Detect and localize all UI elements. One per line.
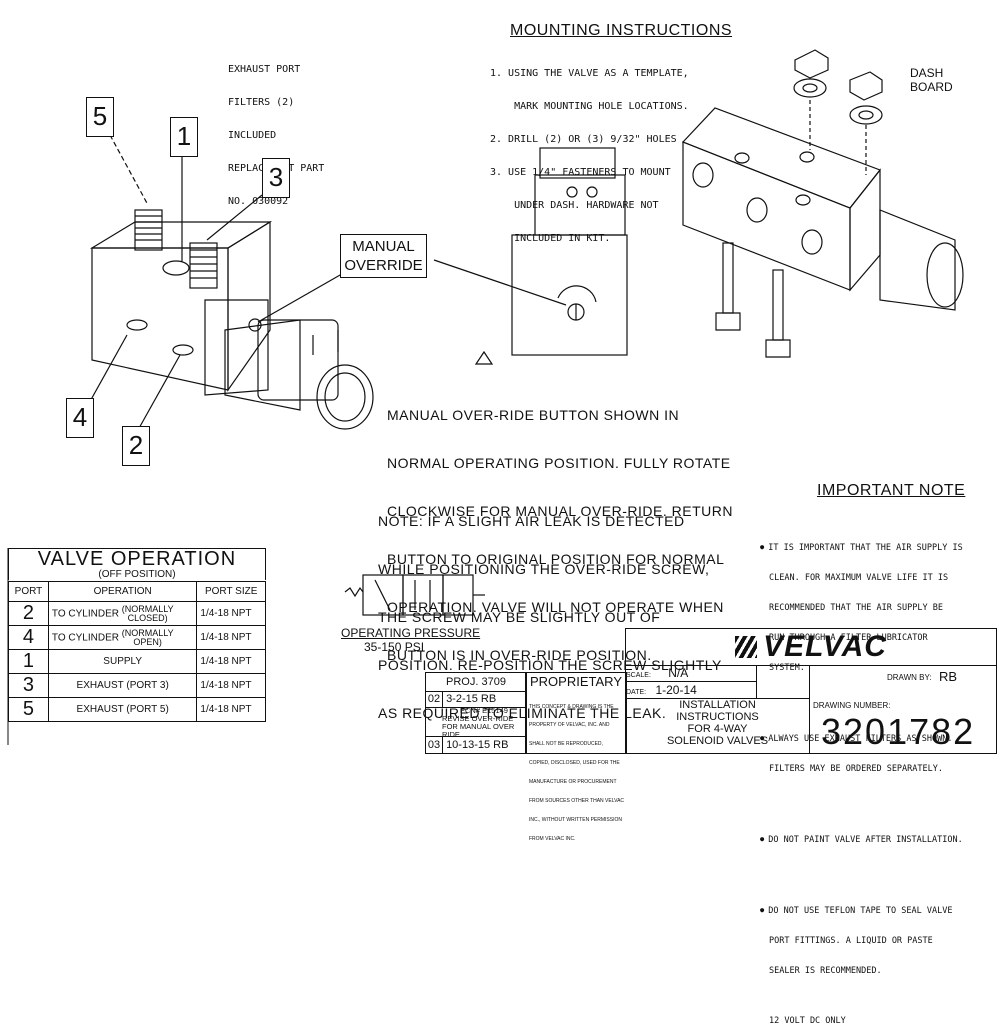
valve-side-view xyxy=(433,147,628,356)
mounting-step: INCLUDED IN KIT. xyxy=(490,233,611,244)
callout-port-2: 2 xyxy=(122,426,150,466)
important-note-title: IMPORTANT NOTE xyxy=(817,482,966,499)
override-line: BUTTON TO ORIGINAL POSITION FOR NORMAL xyxy=(387,551,725,567)
revision-row: 02 3-2-15 RB xyxy=(426,691,526,708)
operation-cell: EXHAUST (PORT 3) xyxy=(47,673,198,698)
override-line: BUTTON IS IN OVER-RIDE POSITION. xyxy=(387,647,652,663)
exhaust-note-line: FILTERS (2) xyxy=(228,97,295,108)
date-row: DATE: 1-20-14 xyxy=(626,682,757,699)
brand-row: VELVAC xyxy=(626,629,996,666)
proprietary-text: THIS CONCEPT & DRAWING IS THE PROPERTY O… xyxy=(529,703,625,842)
port-size-cell: 1/4-18 NPT xyxy=(196,601,266,626)
col-header-port-size: PORT SIZE xyxy=(196,581,266,602)
voltage-note: 12 VOLT DC ONLY xyxy=(769,1016,846,1026)
override-line: CLOCKWISE FOR MANUAL OVER-RIDE. RETURN xyxy=(387,503,733,519)
valve-operation-table: PORT OPERATION PORT SIZE 2 TO CYLINDER (… xyxy=(8,581,266,722)
manual-override-line: MANUAL xyxy=(352,238,415,255)
important-item: DO NOT USE TEFLON TAPE TO SEAL VALVE POR… xyxy=(760,885,963,996)
operating-pressure-value: 35-150 PSI xyxy=(364,640,425,654)
operating-pressure-label: OPERATING PRESSURE xyxy=(341,626,481,640)
port-cell: 5 xyxy=(8,697,49,722)
exhaust-filter-note: EXHAUST PORT FILTERS (2) INCLUDED REPLAC… xyxy=(228,42,324,218)
table-header-row: PORT OPERATION PORT SIZE xyxy=(8,581,266,602)
valve-isometric-view xyxy=(681,49,964,358)
port-size-cell: 1/4-18 NPT xyxy=(196,625,266,650)
col-header-operation: OPERATION xyxy=(47,581,198,602)
valve-operation-title: VALVE OPERATION xyxy=(37,548,237,570)
override-instructions: MANUAL OVER-RIDE BUTTON SHOWN IN NORMAL … xyxy=(387,375,733,679)
drawn-by-cell: DRAWN BY: RB xyxy=(887,669,958,684)
drawing-description: INSTALLATION INSTRUCTIONS FOR 4-WAY SOLE… xyxy=(626,699,810,753)
table-row: 5 EXHAUST (PORT 5) 1/4-18 NPT xyxy=(8,697,266,722)
revision-row: 03 10-13-15 RB xyxy=(426,736,526,753)
callout-port-1: 1 xyxy=(170,117,198,157)
velvac-logo-icon xyxy=(735,636,758,658)
scale-row: SCALE: N/A xyxy=(626,665,757,682)
port-cell: 2 xyxy=(8,601,49,626)
manual-override-label: MANUAL OVERRIDE xyxy=(340,234,427,278)
port-size-cell: 1/4-18 NPT xyxy=(196,673,266,698)
port-size-cell: 1/4-18 NPT xyxy=(196,649,266,674)
override-line: MANUAL OVER-RIDE BUTTON SHOWN IN xyxy=(387,407,680,423)
operation-cell: SUPPLY xyxy=(47,649,198,674)
override-line: NORMAL OPERATING POSITION. FULLY ROTATE xyxy=(387,455,731,471)
dash-board-label: DASH BOARD xyxy=(910,66,953,94)
port-size-cell: 1/4-18 NPT xyxy=(196,697,266,722)
exhaust-note-line: REPLACEMENT PART xyxy=(228,163,325,174)
mounting-step: UNDER DASH. HARDWARE NOT xyxy=(490,200,659,211)
mounting-step: 2. DRILL (2) OR (3) 9/32" HOLES xyxy=(490,134,677,145)
mounting-instructions-title: MOUNTING INSTRUCTIONS xyxy=(510,22,733,39)
override-line: OPERATION. VALVE WILL NOT OPERATE WHEN xyxy=(387,599,724,615)
dash-board-line: DASH xyxy=(910,66,944,80)
table-row: 3 EXHAUST (PORT 3) 1/4-18 NPT xyxy=(8,673,266,698)
exhaust-note-line: INCLUDED xyxy=(228,130,277,141)
title-block: VELVAC SCALE: N/A DATE: 1-20-14 DRAWN BY… xyxy=(625,628,997,754)
mounting-step: 3. USE 1/4" FASTENERS TO MOUNT xyxy=(490,167,671,178)
table-row: 1 SUPPLY 1/4-18 NPT xyxy=(8,649,266,674)
revision-block: PROJ. 3709 02 3-2-15 RB ECN# E15149 REVI… xyxy=(425,672,527,754)
brand-name: VELVAC xyxy=(763,630,887,663)
drawing-number: 3201782 xyxy=(821,711,976,752)
callout-port-5: 5 xyxy=(86,97,114,137)
exhaust-note-line: EXHAUST PORT xyxy=(228,64,301,75)
proprietary-block: PROPRIETARY THIS CONCEPT & DRAWING IS TH… xyxy=(525,672,627,842)
operation-cell: EXHAUST (PORT 5) xyxy=(47,697,198,722)
project-number: PROJ. 3709 xyxy=(426,673,526,692)
note-line: AS REQUIRED TO ELIMINATE THE LEAK. xyxy=(378,705,667,721)
note-line: NOTE: IF A SLIGHT AIR LEAK IS DETECTED xyxy=(378,513,685,529)
mounting-steps: 1. USING THE VALVE AS A TEMPLATE, MARK M… xyxy=(490,46,689,255)
valve-schematic-symbol xyxy=(344,574,485,616)
warning-triangle-icon xyxy=(474,350,494,365)
dash-board-line: BOARD xyxy=(910,80,953,94)
manual-override-line: OVERRIDE xyxy=(344,257,423,274)
mounting-step: 1. USING THE VALVE AS A TEMPLATE, xyxy=(490,68,689,79)
note-line: WHILE POSITIONING THE OVER-RIDE SCREW, xyxy=(378,561,710,577)
col-header-port: PORT xyxy=(8,581,49,602)
proprietary-title: PROPRIETARY xyxy=(530,674,622,689)
important-note-list: IT IS IMPORTANT THAT THE AIR SUPPLY IS C… xyxy=(760,502,963,1036)
note-line: POSITION. RE-POSITION THE SCREW SLIGHTLY xyxy=(378,657,722,673)
valve-operation-header: VALVE OPERATION (OFF POSITION) xyxy=(8,548,266,580)
callout-port-4: 4 xyxy=(66,398,94,438)
valve-operation-subtitle: (OFF POSITION) xyxy=(98,569,176,580)
blank-cell xyxy=(756,665,810,699)
drawing-linework xyxy=(7,49,964,745)
mounting-step: MARK MOUNTING HOLE LOCATIONS. xyxy=(490,101,689,112)
important-item: IT IS IMPORTANT THAT THE AIR SUPPLY IS C… xyxy=(760,522,962,693)
port-cell: 4 xyxy=(8,625,49,650)
port-cell: 3 xyxy=(8,673,49,698)
exhaust-note-line: NO. 030092 xyxy=(228,196,289,207)
drawing-number-cell: DRAWING NUMBER: 3201782 xyxy=(813,701,976,752)
port-cell: 1 xyxy=(8,649,49,674)
note-line: THE SCREW MAY BE SLIGHTLY OUT OF xyxy=(378,609,661,625)
important-item: DO NOT PAINT VALVE AFTER INSTALLATION. xyxy=(760,814,962,865)
callout-port-3: 3 xyxy=(262,158,290,198)
leak-note: NOTE: IF A SLIGHT AIR LEAK IS DETECTED W… xyxy=(378,481,722,737)
revision-description: ECN# E15149 REVISE OVER-RIDE FOR MANUAL … xyxy=(442,706,515,739)
